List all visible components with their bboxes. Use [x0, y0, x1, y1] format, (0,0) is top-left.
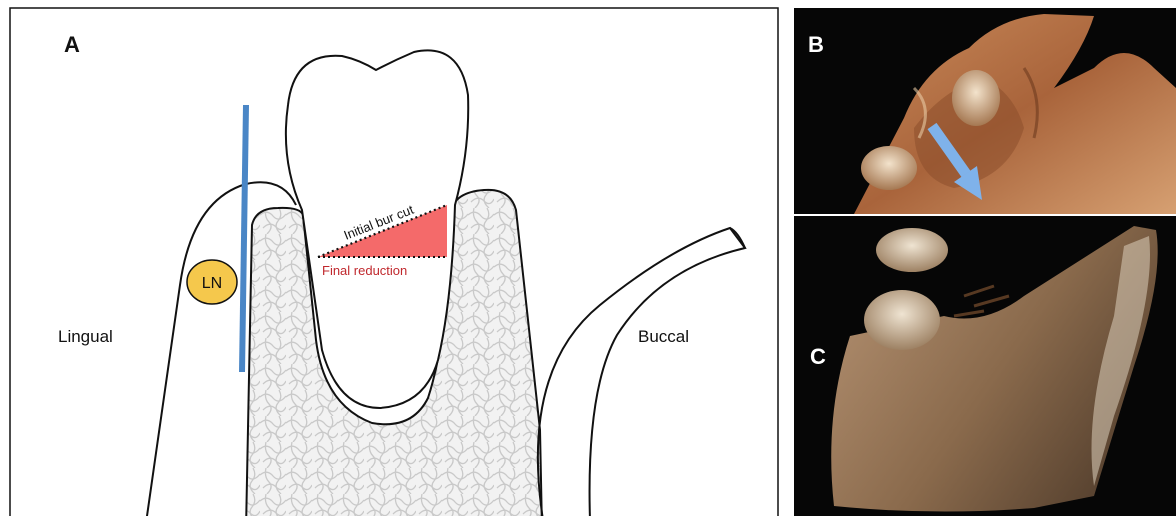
panel-a-letter: A [64, 32, 80, 57]
lingual-nerve-label: LN [202, 275, 222, 292]
panel-c-letter: C [810, 344, 826, 370]
panel-b-letter: B [808, 32, 824, 58]
lingual-label: Lingual [58, 327, 113, 346]
panel-c-render [794, 216, 1176, 516]
buccal-label: Buccal [638, 327, 689, 346]
panel-a-diagram: A Lingual Buccal LN Initial bur cut Fina… [0, 0, 790, 516]
lingual-nerve-line [242, 105, 246, 372]
panel-b-image: B [794, 8, 1176, 214]
panel-b-render [794, 8, 1176, 214]
panel-c-image: C [794, 216, 1176, 516]
final-reduction-label: Final reduction [322, 263, 407, 278]
